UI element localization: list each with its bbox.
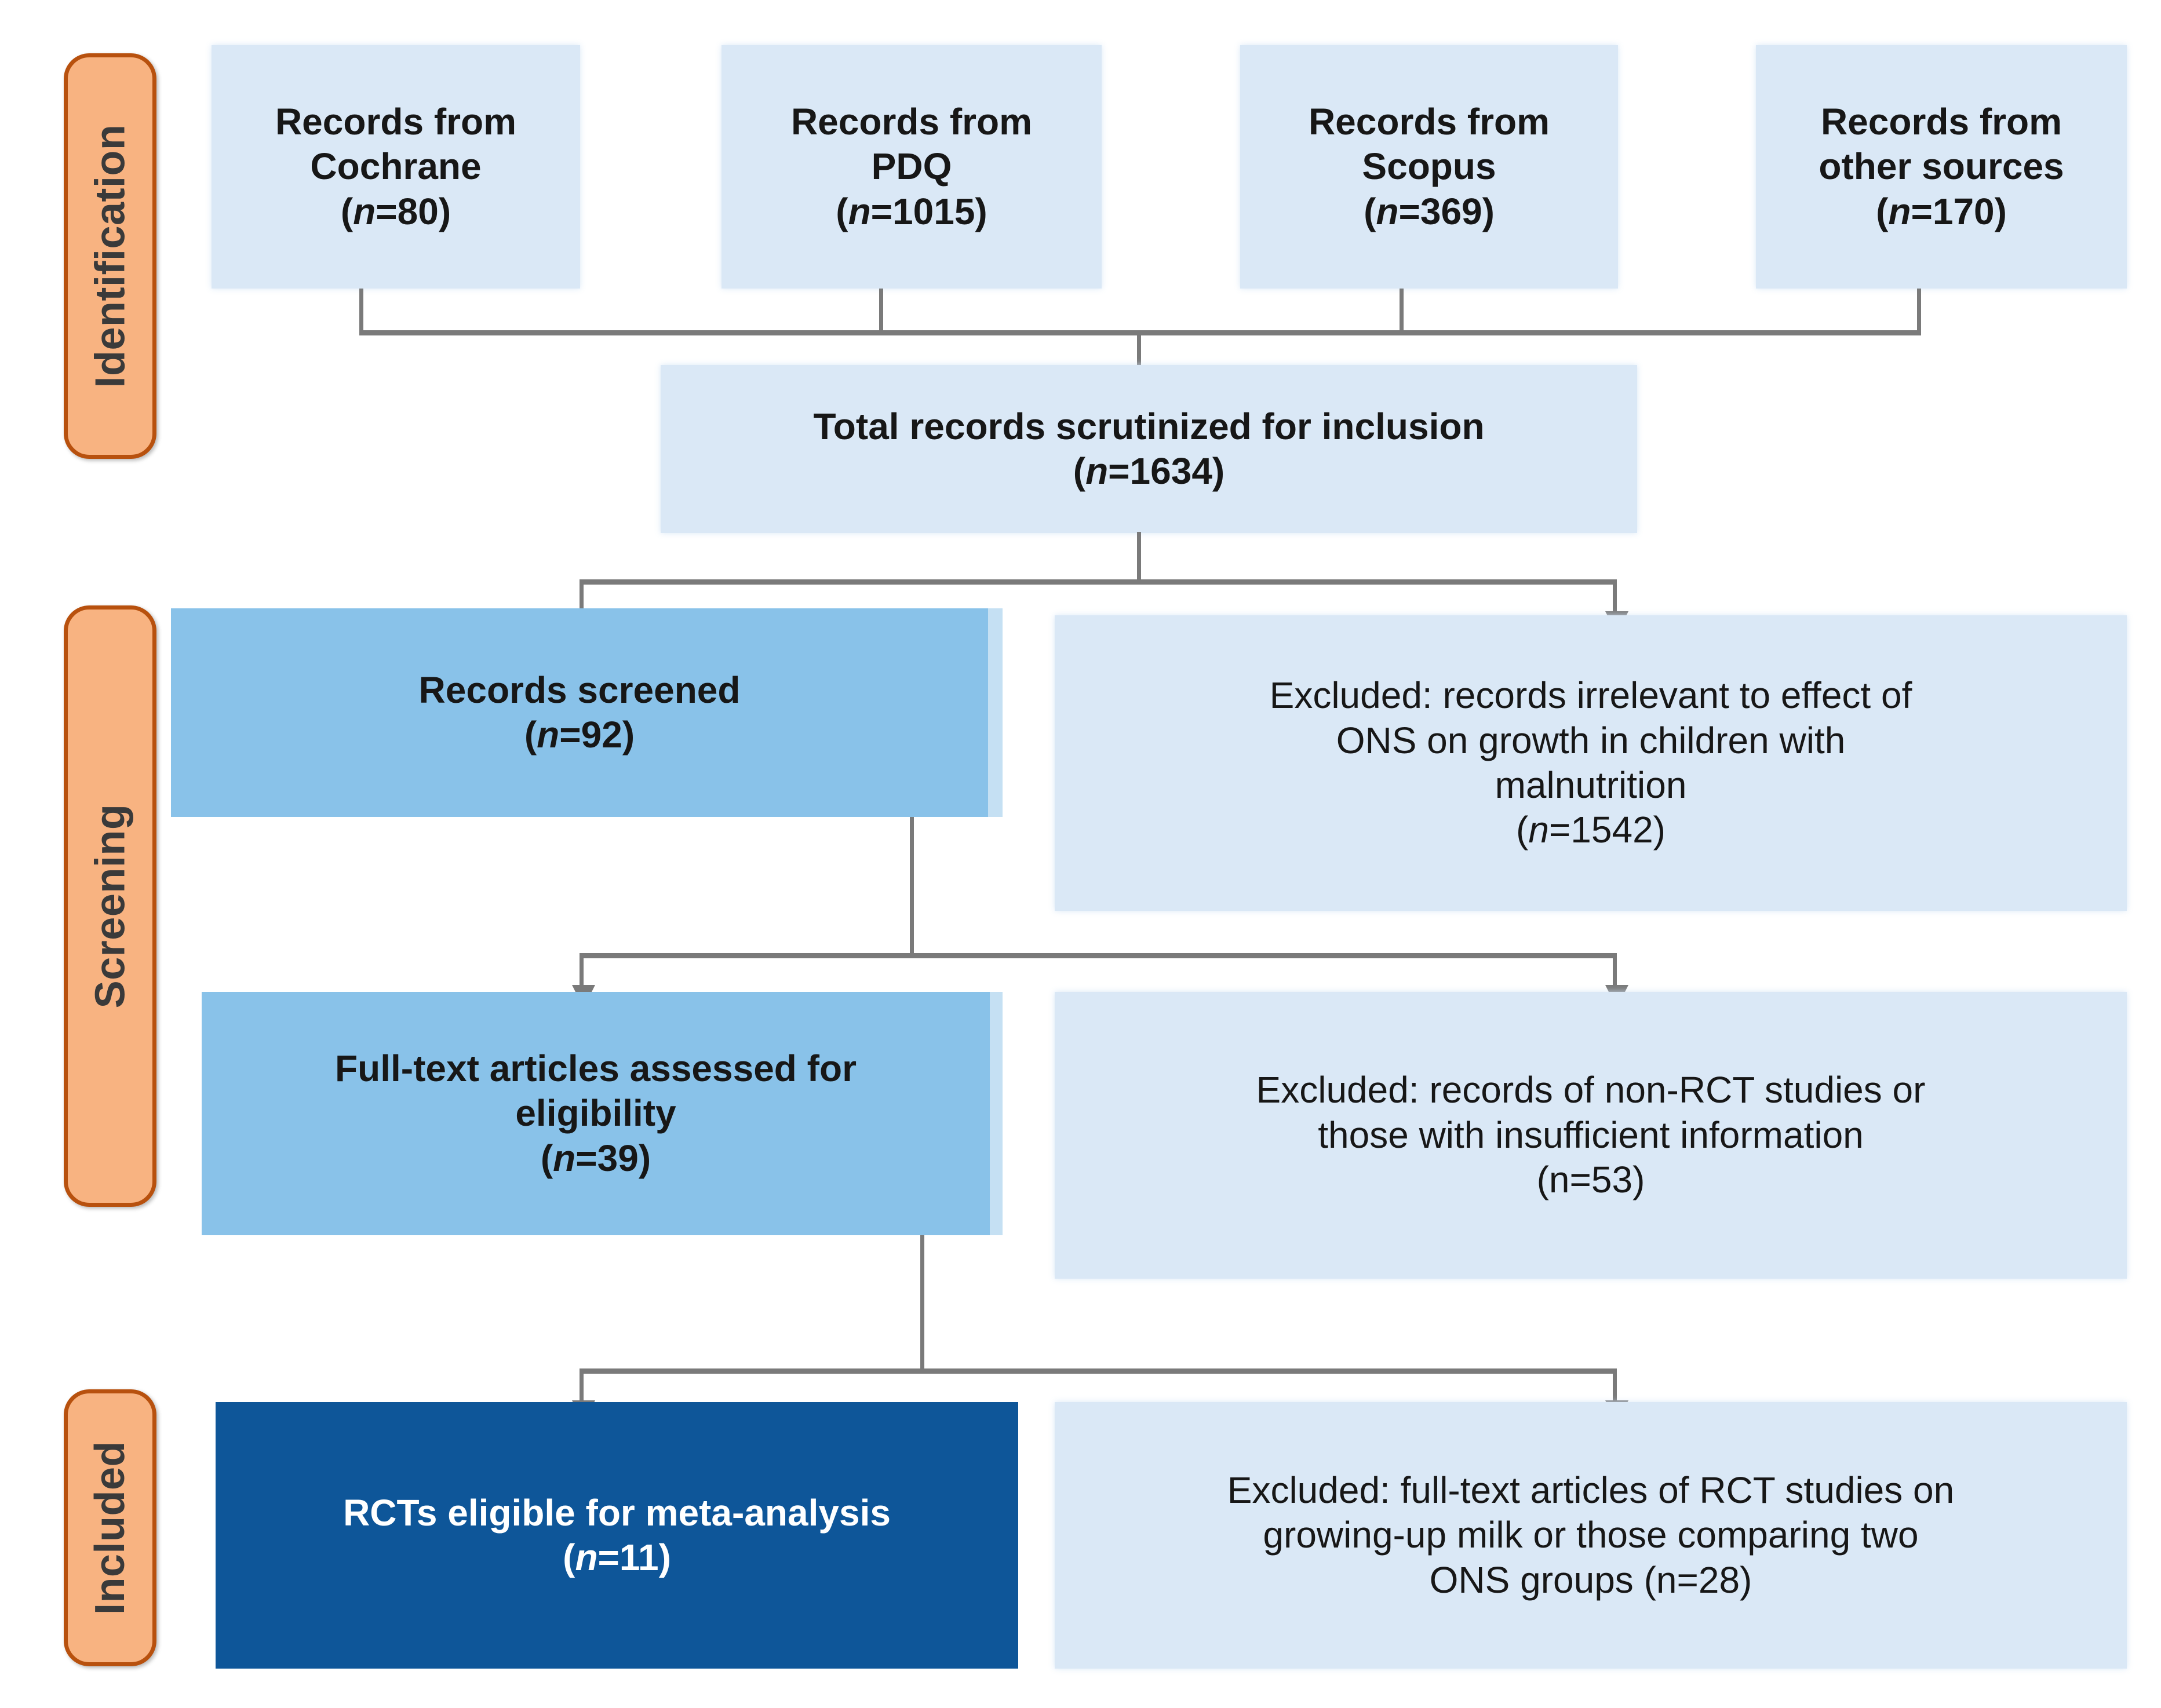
excluded-included-line2: growing-up milk or those comparing two [1263,1514,1919,1556]
connector-fulltext-drop [920,1235,924,1371]
connector-down-to-excluded-screened [1613,579,1617,615]
source-box-other-sources-line1: Records from [1820,100,2062,143]
stage-label-screening-text: Screening [87,804,133,1009]
excluded-included-line1: Excluded: full-text articles of RCT stud… [1227,1469,1955,1511]
excluded-fulltext-box: Excluded: records of non-RCT studies or … [1055,992,2127,1279]
source-box-scopus-count: (n=369) [1364,190,1495,232]
excluded-screened-count: (n=1542) [1516,809,1666,851]
stage-label-identification: Identification [64,53,156,459]
connector-stub-scopus [1400,289,1404,332]
excluded-fulltext-line2: those with insufficient information [1318,1114,1864,1156]
fulltext-assessed-count: (n=39) [540,1137,651,1179]
excluded-fulltext-line1: Excluded: records of non-RCT studies or [1256,1069,1926,1111]
excluded-screened-line1: Excluded: records irrelevant to effect o… [1269,674,1912,717]
excluded-screened-line2: ONS on growth in children with [1336,719,1846,761]
connector-stub-other-sources [1917,289,1921,332]
source-box-cochrane-line1: Records from [275,100,517,143]
source-box-other-sources-count: (n=170) [1876,190,2007,232]
source-box-other-sources: Records from other sources (n=170) [1756,45,2127,289]
excluded-screened-line3: malnutrition [1495,764,1687,806]
connector-bar-split-screening [580,579,1617,585]
source-box-cochrane-line2: Cochrane [310,145,482,188]
records-screened-box: Records screened (n=92) [171,608,988,817]
excluded-fulltext-count: (n=53) [1536,1159,1645,1201]
source-box-scopus-line1: Records from [1308,100,1550,143]
source-box-scopus: Records from Scopus (n=369) [1240,45,1618,289]
connector-total-drop [1137,532,1141,581]
source-box-cochrane-count: (n=80) [340,190,451,232]
source-box-other-sources-line2: other sources [1819,145,2064,188]
excluded-screened-box: Excluded: records irrelevant to effect o… [1055,615,2127,911]
fulltext-assessed-line1: Full-text articles assessed for [335,1047,857,1089]
connector-down-to-screened [580,579,584,615]
stage-label-included-text: Included [87,1440,134,1615]
source-box-pdq: Records from PDQ (n=1015) [721,45,1102,289]
records-screened-count: (n=92) [524,714,635,756]
connector-down-to-excluded-included [1613,1368,1617,1404]
connector-drop-to-total [1137,330,1141,374]
excluded-included-box: Excluded: full-text articles of RCT stud… [1055,1402,2127,1669]
connector-bar-split-included [580,1368,1617,1374]
excluded-included-line3: ONS groups (n=28) [1429,1559,1752,1601]
included-rcts-line1: RCTs eligible for meta-analysis [343,1491,891,1534]
connector-down-to-fulltext [580,953,584,989]
fulltext-assessed-box: Full-text articles assessed for eligibil… [202,992,990,1235]
connector-screened-drop [910,817,914,956]
connector-stub-pdq [879,289,883,332]
fulltext-assessed-line2: eligibility [515,1092,676,1134]
source-box-cochrane: Records from Cochrane (n=80) [212,45,580,289]
connector-down-to-included [580,1368,584,1404]
stage-label-included: Included [64,1389,156,1666]
stage-label-screening: Screening [64,605,156,1207]
total-records-count: (n=1634) [1073,450,1225,492]
connector-stub-cochrane [359,289,363,332]
source-box-pdq-line2: PDQ [871,145,952,188]
total-records-line1: Total records scrutinized for inclusion [813,405,1485,447]
connector-down-to-excluded-fulltext [1613,953,1617,989]
connector-bar-split-fulltext [580,953,1617,958]
included-rcts-count: (n=11) [563,1537,671,1578]
source-box-pdq-count: (n=1015) [836,190,987,232]
source-box-scopus-line2: Scopus [1362,145,1496,188]
included-rcts-box: RCTs eligible for meta-analysis (n=11) [216,1402,1018,1669]
records-screened-line1: Records screened [418,669,741,711]
source-box-pdq-line1: Records from [790,100,1033,143]
stage-label-identification-text: Identification [87,124,133,388]
total-records-box: Total records scrutinized for inclusion … [661,365,1637,533]
